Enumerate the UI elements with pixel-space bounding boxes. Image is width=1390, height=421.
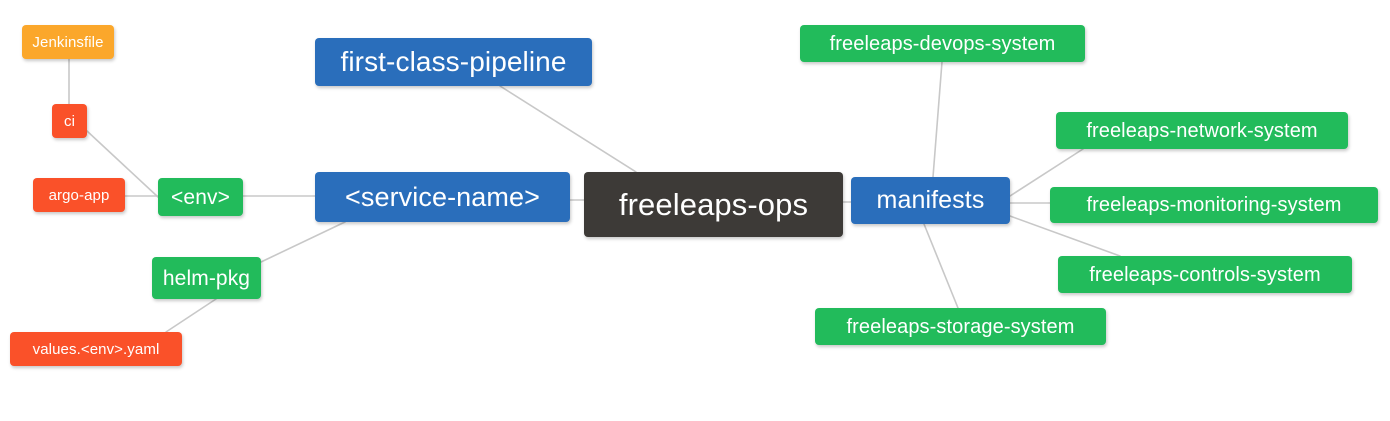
mindmap-node-label: ci bbox=[63, 112, 76, 130]
mindmap-node-values-yaml[interactable]: values.<env>.yaml bbox=[10, 332, 182, 366]
mindmap-node-label: helm-pkg bbox=[162, 266, 251, 290]
mindmap-node-freeleaps-ops[interactable]: freeleaps-ops bbox=[584, 172, 843, 237]
edge-manifests-to-freeleaps-storage-system bbox=[923, 223, 959, 309]
mindmap-node-freeleaps-network-system[interactable]: freeleaps-network-system bbox=[1056, 112, 1348, 149]
mindmap-node-label: freeleaps-controls-system bbox=[1089, 263, 1321, 286]
edge-first-class-pipeline-to-freeleaps-ops bbox=[499, 85, 637, 173]
mindmap-node-ci[interactable]: ci bbox=[52, 104, 87, 138]
mindmap-node-label: values.<env>.yaml bbox=[32, 340, 160, 358]
mindmap-node-argo-app[interactable]: argo-app bbox=[33, 178, 125, 212]
mindmap-node-label: <service-name> bbox=[345, 181, 540, 212]
mindmap-node-label: <env> bbox=[171, 185, 230, 209]
mindmap-node-label: freeleaps-network-system bbox=[1086, 119, 1318, 142]
mindmap-node-label: freeleaps-monitoring-system bbox=[1086, 194, 1342, 216]
mindmap-node-first-class-pipeline[interactable]: first-class-pipeline bbox=[315, 38, 592, 86]
mindmap-node-label: freeleaps-devops-system bbox=[829, 32, 1056, 55]
mindmap-node-label: freeleaps-storage-system bbox=[846, 315, 1075, 338]
mindmap-node-freeleaps-devops-system[interactable]: freeleaps-devops-system bbox=[800, 25, 1085, 62]
mindmap-node-label: manifests bbox=[876, 186, 985, 214]
mindmap-node-jenkinsfile[interactable]: Jenkinsfile bbox=[22, 25, 114, 59]
mindmap-node-helm-pkg[interactable]: helm-pkg bbox=[152, 257, 261, 299]
mindmap-node-service-name[interactable]: <service-name> bbox=[315, 172, 570, 222]
mindmap-node-label: first-class-pipeline bbox=[340, 46, 567, 77]
edge-manifests-to-freeleaps-devops-system bbox=[932, 61, 943, 178]
mindmap-node-freeleaps-monitoring-system[interactable]: freeleaps-monitoring-system bbox=[1050, 187, 1378, 223]
mindmap-node-manifests[interactable]: manifests bbox=[851, 177, 1010, 224]
mindmap-node-freeleaps-storage-system[interactable]: freeleaps-storage-system bbox=[815, 308, 1106, 345]
edge-helm-pkg-to-service-name bbox=[260, 221, 346, 263]
mindmap-node-label: Jenkinsfile bbox=[32, 33, 104, 51]
mindmap-node-label: argo-app bbox=[48, 186, 110, 204]
mindmap-node-freeleaps-controls-system[interactable]: freeleaps-controls-system bbox=[1058, 256, 1352, 293]
edge-values-yaml-to-helm-pkg bbox=[165, 298, 217, 333]
mindmap-node-label: freeleaps-ops bbox=[618, 187, 809, 222]
mindmap-node-env[interactable]: <env> bbox=[158, 178, 243, 216]
